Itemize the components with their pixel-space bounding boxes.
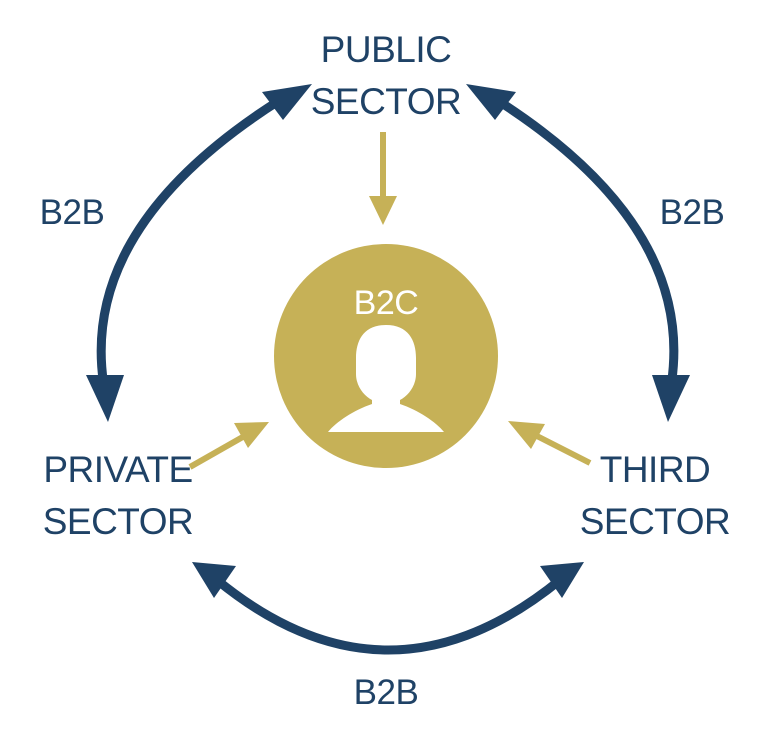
private-to-center-arrowhead xyxy=(234,422,269,448)
third-to-center-arrow-shaft xyxy=(529,430,592,466)
node-private-sector: PRIVATE SECTOR xyxy=(43,449,194,542)
arrowhead-right-top xyxy=(466,84,516,120)
left-b2b-arc xyxy=(96,95,285,397)
person-silhouette-icon xyxy=(328,325,444,432)
private-to-center-arrow-shaft xyxy=(188,431,250,470)
b2c-label: B2C xyxy=(354,284,419,322)
third-sector-line1: THIRD xyxy=(600,449,711,490)
public-sector-line1: PUBLIC xyxy=(321,29,452,70)
node-third-sector: THIRD SECTOR xyxy=(580,449,731,542)
private-sector-line2: SECTOR xyxy=(43,501,194,542)
arrowhead-left-top xyxy=(262,84,312,120)
arrowhead-left-bottom xyxy=(86,375,124,422)
b2c-arrows xyxy=(188,132,592,470)
right-b2b-label: B2B xyxy=(660,193,725,232)
private-sector-line1: PRIVATE xyxy=(43,449,192,490)
bottom-b2b-label: B2B xyxy=(354,673,419,712)
b2c-center: B2C xyxy=(274,244,498,468)
arrowhead-bottom-right xyxy=(540,562,584,598)
node-public-sector: PUBLIC SECTOR xyxy=(311,29,462,122)
public-to-center-arrowhead xyxy=(369,196,397,225)
b2b-arcs xyxy=(96,95,679,655)
bottom-b2b-arc xyxy=(212,575,565,655)
arrowhead-bottom-left xyxy=(192,562,236,598)
b2b-arrowheads xyxy=(86,84,690,598)
left-b2b-label: B2B xyxy=(40,193,105,232)
third-sector-line2: SECTOR xyxy=(580,501,731,542)
public-sector-line2: SECTOR xyxy=(311,81,462,122)
arrowhead-right-bottom xyxy=(652,375,690,422)
right-b2b-arc xyxy=(492,95,679,397)
third-to-center-arrowhead xyxy=(508,421,545,449)
